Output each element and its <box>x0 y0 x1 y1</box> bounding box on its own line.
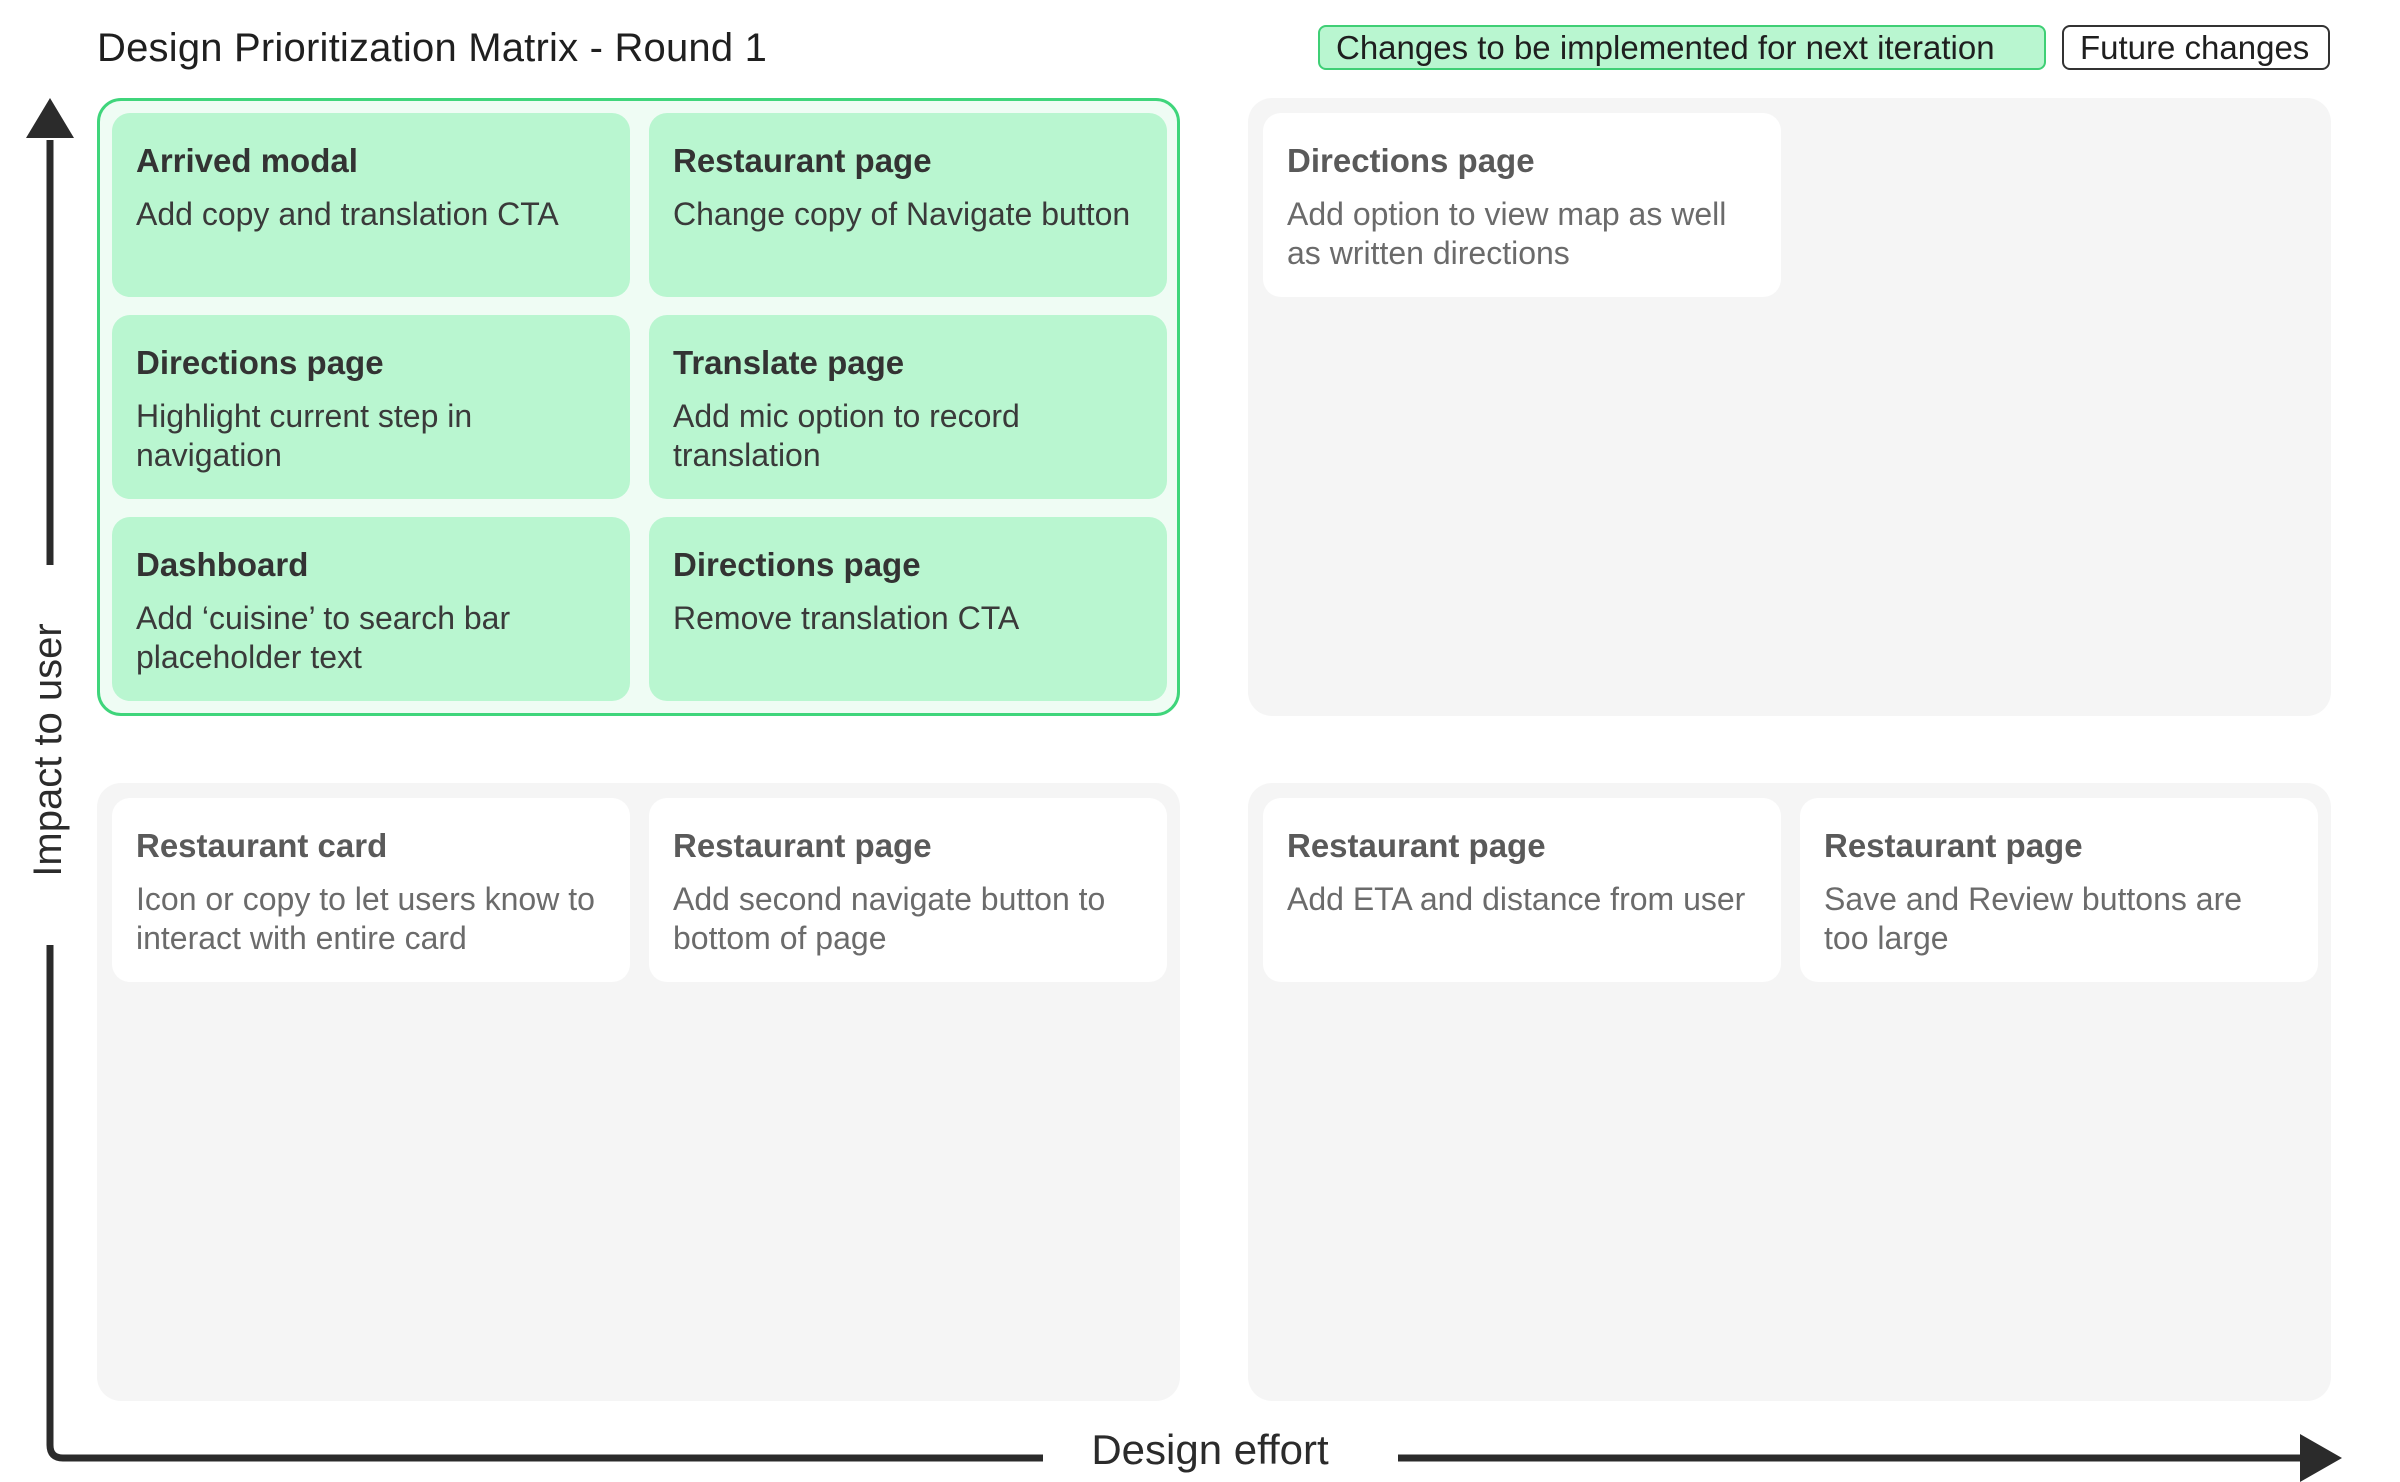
x-axis-arrow-icon <box>2300 1434 2342 1482</box>
card-description: Add ETA and distance from user <box>1287 881 1746 917</box>
card-title: Restaurant page <box>1287 827 1546 864</box>
page-title: Design Prioritization Matrix - Round 1 <box>97 26 768 70</box>
card-title: Dashboard <box>136 546 309 583</box>
card-directions-page: Directions page Remove translation CTA <box>649 517 1167 701</box>
y-axis-arrow-icon <box>26 98 74 138</box>
card-description: Remove translation CTA <box>673 600 1020 636</box>
quadrant-high-impact-low-effort: Arrived modal Add copy and translation C… <box>97 98 1180 716</box>
card-title: Directions page <box>1287 142 1535 179</box>
card-description: Icon or copy to let users know to intera… <box>136 881 595 956</box>
card-directions-page: Directions page Add option to view map a… <box>1263 113 1781 297</box>
legend-future-changes: Future changes <box>2062 25 2330 70</box>
card-dashboard: Dashboard Add ‘cuisine’ to search bar pl… <box>112 517 630 701</box>
card-title: Restaurant card <box>136 827 388 864</box>
y-axis-label: Impact to user <box>26 623 70 877</box>
card-translate-page: Translate page Add mic option to record … <box>649 315 1167 499</box>
card-description: Add mic option to record translation <box>673 398 1020 473</box>
quadrant-low-impact-high-effort: Restaurant page Add ETA and distance fro… <box>1248 783 2331 1401</box>
quadrant-low-impact-low-effort: Restaurant card Icon or copy to let user… <box>97 783 1180 1401</box>
card-directions-page: Directions page Highlight current step i… <box>112 315 630 499</box>
card-description: Highlight current step in navigation <box>136 398 473 473</box>
legend-next-iteration: Changes to be implemented for next itera… <box>1318 25 2046 70</box>
card-title: Translate page <box>673 344 905 381</box>
card-title: Restaurant page <box>673 142 932 179</box>
card-description: Add copy and translation CTA <box>136 196 559 232</box>
card-restaurant-page: Restaurant page Add second navigate butt… <box>649 798 1167 982</box>
card-description: Add ‘cuisine’ to search bar placeholder … <box>136 600 511 675</box>
card-restaurant-page: Restaurant page Change copy of Navigate … <box>649 113 1167 297</box>
card-title: Restaurant page <box>1824 827 2083 864</box>
card-title: Restaurant page <box>673 827 932 864</box>
card-title: Directions page <box>673 546 921 583</box>
y-axis-line-lower <box>46 945 1043 1462</box>
card-description: Add second navigate button to bottom of … <box>673 881 1106 956</box>
card-description: Change copy of Navigate button <box>673 196 1131 232</box>
card-restaurant-page: Restaurant page Add ETA and distance fro… <box>1263 798 1781 982</box>
card-restaurant-page: Restaurant page Save and Review buttons … <box>1800 798 2318 982</box>
card-description: Add option to view map as well as writte… <box>1287 196 1727 271</box>
card-arrived-modal: Arrived modal Add copy and translation C… <box>112 113 630 297</box>
card-title: Arrived modal <box>136 142 358 179</box>
card-title: Directions page <box>136 344 384 381</box>
quadrant-high-impact-high-effort: Directions page Add option to view map a… <box>1248 98 2331 716</box>
x-axis-label: Design effort <box>1091 1426 1329 1473</box>
card-description: Save and Review buttons are too large <box>1824 881 2243 956</box>
card-restaurant-card: Restaurant card Icon or copy to let user… <box>112 798 630 982</box>
